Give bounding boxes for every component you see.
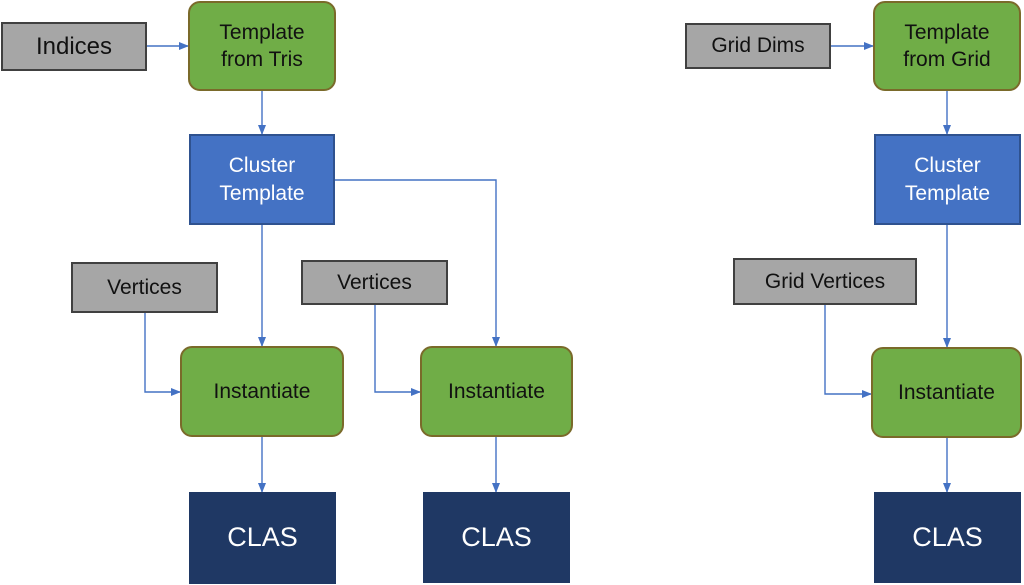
indices-node: Indices [1,22,147,71]
cluster-template-left-line-1: Cluster [228,154,296,178]
clas-node-a: CLAS [189,492,336,584]
instantiate-right-label: Instantiate [898,380,995,404]
template-from-tris-node: Template from Tris [188,1,336,91]
edge-vertices-b-to-instantiate-b [374,305,421,396]
grid-vertices-label: Grid Vertices [764,269,886,293]
clas-node-right: CLAS [874,492,1021,583]
clas-node-b: CLAS [423,492,570,583]
indices-label: Indices [35,32,113,60]
template-from-tris-line-1: Template [219,20,305,44]
clas-a-label: CLAS [227,522,298,553]
grid-vertices-node: Grid Vertices [733,258,917,305]
cluster-template-right-line-2: Template [904,181,991,205]
edge-cluster-to-instantiate-b [335,179,500,347]
grid-dims-label: Grid Dims [711,34,805,58]
cluster-template-node-right: Cluster Template [874,134,1021,225]
vertices-node-a: Vertices [71,262,218,313]
template-from-grid-node: Template from Grid [873,1,1021,91]
vertices-a-label: Vertices [107,275,182,299]
edge-vertices-a-to-instantiate-a [144,313,181,396]
clas-b-label: CLAS [461,521,532,552]
template-from-grid-line-2: from Grid [903,48,991,71]
clas-right-label: CLAS [912,521,983,552]
cluster-template-node-left: Cluster Template [189,134,335,225]
vertices-b-label: Vertices [337,270,412,294]
template-from-grid-line-1: Template [904,20,990,44]
instantiate-b-label: Instantiate [448,379,545,403]
cluster-template-left-line-2: Template [219,181,305,205]
edge-grid-vertices-to-instantiate [824,305,872,398]
grid-dims-node: Grid Dims [685,23,831,69]
instantiate-a-label: Instantiate [213,379,311,403]
cluster-template-right-line-1: Cluster [914,154,981,178]
instantiate-node-a: Instantiate [180,346,344,437]
instantiate-node-right: Instantiate [871,347,1022,438]
vertices-node-b: Vertices [301,260,448,305]
instantiate-node-b: Instantiate [420,346,573,437]
template-from-tris-line-2: from Tris [221,48,303,71]
